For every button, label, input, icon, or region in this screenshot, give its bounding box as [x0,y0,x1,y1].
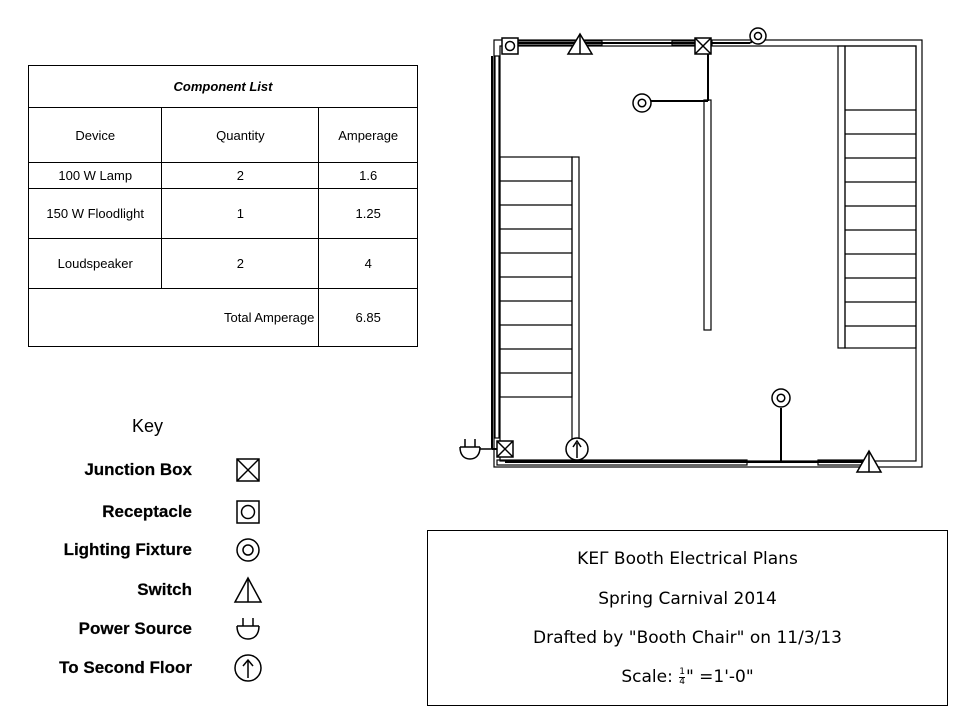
scale-denominator: 4 [679,676,685,687]
lighting-fixture-icon [771,388,791,408]
wiring [491,36,865,463]
table-row: Loudspeaker 2 4 [27,238,418,289]
cell-quantity: 2 [161,162,320,189]
cell-amperage: 4 [318,238,418,289]
scale-numerator: 1 [679,666,685,678]
receptacle-icon [236,500,260,524]
key-label-junction-box: Junction Box [84,460,192,479]
partition-wall [703,99,712,331]
total-row: Total Amperage 6.85 [27,288,418,347]
cell-device: 150 W Floodlight [27,188,163,239]
key-label-power-source: Power Source [78,619,193,638]
cell-amperage: 1.6 [318,162,418,189]
drafted-by: Drafted by "Booth Chair" on 11/3/13 [533,628,842,648]
switch-icon [566,32,594,55]
switch-icon [233,576,263,603]
table-row: 100 W Lamp 2 1.6 [27,162,418,189]
cell-device: Loudspeaker [27,238,163,289]
left-staircase [499,156,580,456]
component-list-table: Component List Device Quantity Amperage … [27,65,418,347]
lighting-fixture-icon [632,93,652,113]
cell-device: 100 W Lamp [27,162,163,189]
key-label-switch: Switch [137,580,192,599]
component-list-title: Component List [28,65,418,108]
lighting-fixture-icon [749,27,767,45]
junction-box-icon [496,440,514,458]
key-title: Key [132,416,164,436]
right-staircase [837,45,917,349]
power-source-icon [236,618,260,640]
key-label-receptacle: Receptacle [102,502,192,521]
junction-box-icon [236,458,260,482]
total-label: Total Amperage [27,288,320,347]
total-value: 6.85 [318,288,418,347]
up-arrow-icon [565,437,589,461]
scale-prefix: Scale: [621,667,673,687]
header-device: Device [27,107,163,163]
plan-title: ΚΕΓ Booth Electrical Plans [577,549,798,569]
up-arrow-icon [234,654,262,682]
scale-suffix: " =1'-0" [685,667,754,687]
event-name: Spring Carnival 2014 [598,589,777,609]
switch-icon [855,449,883,473]
header-amperage: Amperage [318,107,418,163]
receptacle-icon [501,37,519,55]
key-label-to-second-floor: To Second Floor [59,658,192,677]
lighting-fixture-icon [236,538,260,562]
title-block: ΚΕΓ Booth Electrical Plans Spring Carniv… [427,530,948,706]
table-row: 150 W Floodlight 1 1.25 [27,188,418,239]
power-source-icon [459,439,492,460]
key-label-lighting-fixture: Lighting Fixture [63,540,192,559]
junction-box-icon [694,37,712,55]
